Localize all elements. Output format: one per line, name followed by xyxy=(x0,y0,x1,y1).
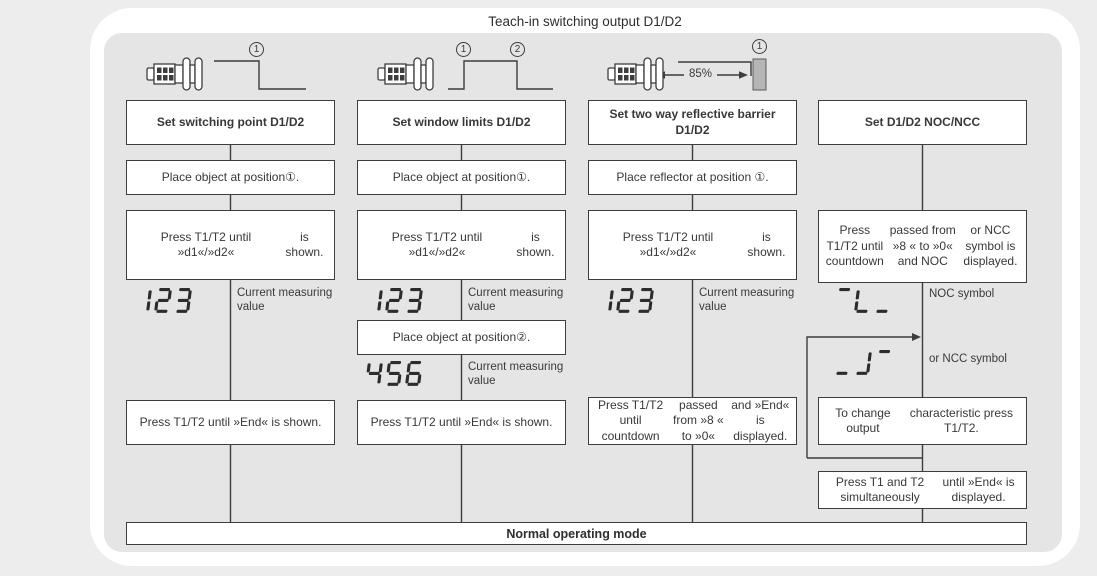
col2-place-object2-box: Place object at position②. xyxy=(357,320,566,355)
noc-symbol-label: NOC symbol xyxy=(929,288,995,300)
col2-press-box: Press T1/T2 until »d1«/»d2«is shown. xyxy=(357,210,566,280)
current-value-label: Current measuring value xyxy=(468,287,564,313)
col2-header-box: Set window limits D1/D2 xyxy=(357,100,566,145)
position-marker-1: 1 xyxy=(249,42,264,57)
col4-header-box: Set D1/D2 NOC/NCC xyxy=(818,100,1027,145)
position-marker-1: 1 xyxy=(752,39,767,54)
distance-percentage-label: 85% xyxy=(688,68,713,80)
noc-symbol-display xyxy=(832,288,900,319)
diagram-title: Teach-in switching output D1/D2 xyxy=(488,14,682,29)
col1-press-box: Press T1/T2 until »d1«/»d2«is shown. xyxy=(126,210,335,280)
ncc-symbol-display xyxy=(832,350,900,381)
col1-header-box: Set switching point D1/D2 xyxy=(126,100,335,145)
col1-place-object-box: Place object at position①. xyxy=(126,160,335,195)
col2-place-object-box: Place object at position①. xyxy=(357,160,566,195)
current-value-label: Current measuring value xyxy=(468,361,564,387)
seven-segment-display-123 xyxy=(594,288,662,319)
col1-end-box: Press T1/T2 until »End« is shown. xyxy=(126,400,335,445)
position-marker-1: 1 xyxy=(456,42,471,57)
current-value-label: Current measuring value xyxy=(699,287,795,313)
col3-place-reflector-box: Place reflector at position ①. xyxy=(588,160,797,195)
ncc-symbol-label: or NCC symbol xyxy=(929,353,1007,365)
seven-segment-display-123 xyxy=(132,288,200,319)
col3-header-box: Set two way reflective barrier D1/D2 xyxy=(588,100,797,145)
seven-segment-display-123 xyxy=(363,288,431,319)
col2-end-box: Press T1/T2 until »End« is shown. xyxy=(357,400,566,445)
position-marker-2: 2 xyxy=(510,42,525,57)
normal-operating-mode-bar: Normal operating mode xyxy=(126,522,1027,545)
current-value-label: Current measuring value xyxy=(237,287,333,313)
seven-segment-display-456 xyxy=(363,361,431,392)
col3-press-box: Press T1/T2 until »d1«/»d2«is shown. xyxy=(588,210,797,280)
